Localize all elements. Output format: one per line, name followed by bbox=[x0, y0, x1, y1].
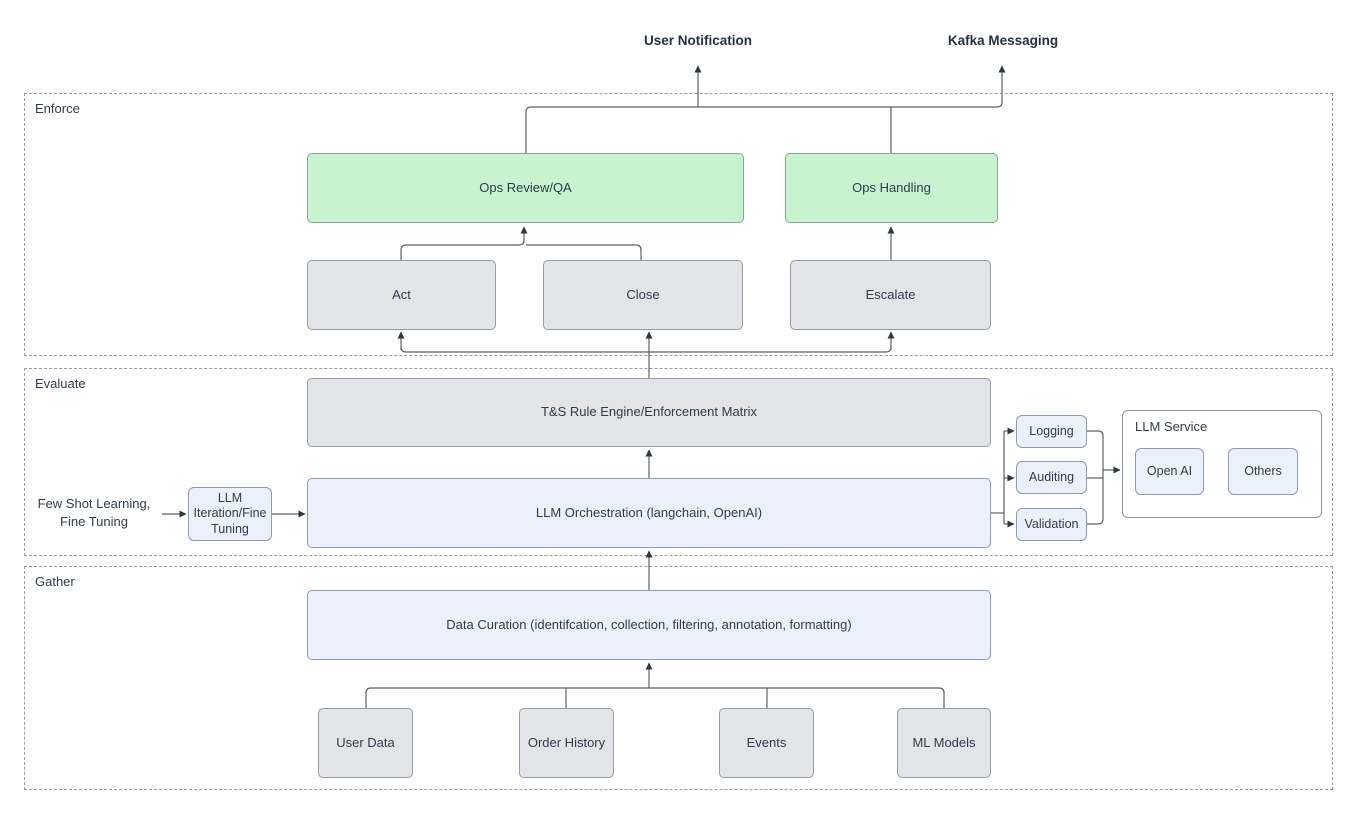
few-shot-note-line2: Fine Tuning bbox=[60, 513, 128, 529]
llm-service-label: LLM Service bbox=[1135, 419, 1208, 434]
edge-close-to-ops-review bbox=[526, 244, 642, 260]
node-auditing: Auditing bbox=[1016, 461, 1087, 494]
node-ml-models: ML Models bbox=[897, 708, 991, 778]
node-ops-review: Ops Review/QA bbox=[307, 153, 744, 223]
node-validation: Validation bbox=[1016, 508, 1087, 541]
few-shot-note: Few Shot Learning, Fine Tuning bbox=[28, 495, 160, 530]
node-act: Act bbox=[307, 260, 496, 330]
gather-section-label: Gather bbox=[35, 574, 75, 589]
node-events: Events bbox=[719, 708, 814, 778]
edge-logging-out bbox=[1087, 430, 1104, 470]
node-order-history: Order History bbox=[519, 708, 614, 778]
node-data-curation: Data Curation (identifcation, collection… bbox=[307, 590, 991, 660]
node-others: Others bbox=[1228, 448, 1298, 495]
node-llm-orchestration: LLM Orchestration (langchain, OpenAI) bbox=[307, 478, 991, 548]
node-close: Close bbox=[543, 260, 743, 330]
gather-section: Gather bbox=[24, 566, 1333, 790]
node-user-data: User Data bbox=[318, 708, 413, 778]
node-logging: Logging bbox=[1016, 415, 1087, 448]
edge-ops-review-to-bus bbox=[525, 65, 1006, 153]
node-llm-iteration: LLM Iteration/Fine Tuning bbox=[188, 487, 272, 541]
edge-sources-bus bbox=[365, 687, 945, 694]
evaluate-section-label: Evaluate bbox=[35, 376, 86, 391]
user-notification-label: User Notification bbox=[643, 33, 752, 48]
evaluate-section: Evaluate bbox=[24, 368, 1333, 556]
edge-ts-bus bbox=[400, 346, 892, 353]
kafka-messaging-label: Kafka Messaging bbox=[947, 33, 1059, 48]
edge-act-to-ops-review bbox=[400, 226, 528, 260]
enforce-section: Enforce bbox=[24, 93, 1333, 356]
enforce-section-label: Enforce bbox=[35, 101, 80, 116]
few-shot-note-line1: Few Shot Learning, bbox=[37, 496, 151, 511]
node-open-ai: Open AI bbox=[1135, 448, 1204, 495]
node-ts-rule-engine: T&S Rule Engine/Enforcement Matrix bbox=[307, 378, 991, 447]
node-ops-handling: Ops Handling bbox=[785, 153, 998, 223]
node-escalate: Escalate bbox=[790, 260, 991, 330]
edge-validation-out bbox=[1087, 470, 1104, 525]
